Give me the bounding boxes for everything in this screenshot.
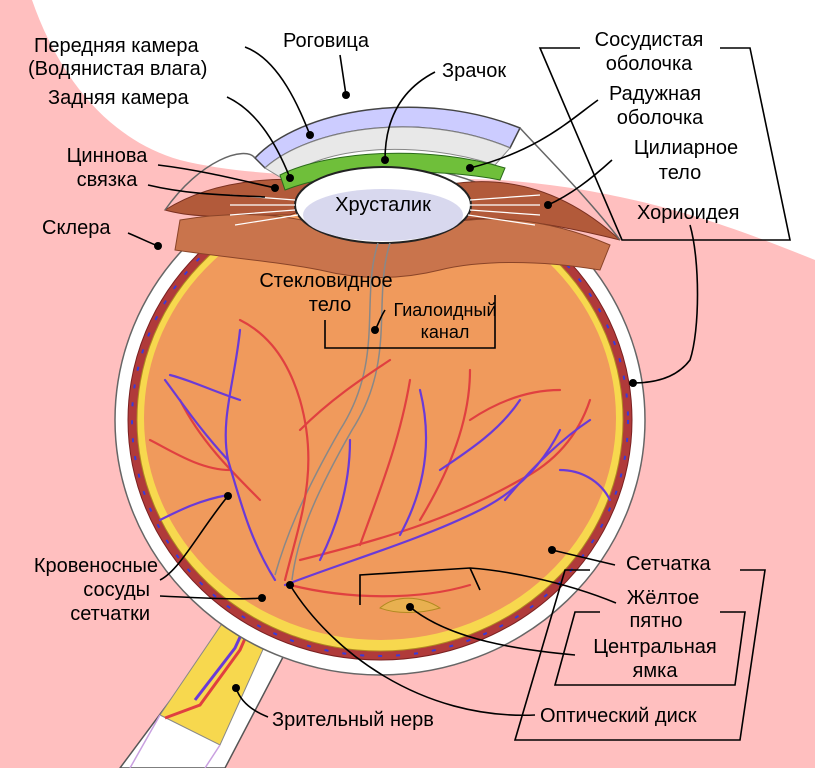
- label-macula-1: Жёлтое: [627, 587, 699, 609]
- label-macula-2: пятно: [630, 610, 683, 632]
- label-iris-1: Радужная: [609, 83, 701, 105]
- label-choroid-layer-2: оболочка: [606, 53, 693, 75]
- label-iris-2: оболочка: [617, 107, 704, 129]
- label-optic-disc: Оптический диск: [540, 705, 697, 727]
- retinal-arteries: [148, 318, 592, 598]
- retina-group-bracket: [513, 569, 766, 741]
- label-fovea-1: Центральная: [593, 636, 716, 658]
- label-zonule-2: связка: [77, 169, 139, 191]
- anterior-chamber-shape: [264, 126, 511, 181]
- optic-nerve-ending: [129, 714, 221, 768]
- label-vessels-2: сосуды: [83, 579, 150, 601]
- label-fovea-2: ямка: [633, 660, 679, 682]
- label-vitreous-2: тело: [309, 294, 351, 316]
- leader-lines: [127, 46, 699, 718]
- label-choroid-layer-1: Сосудистая: [595, 29, 704, 51]
- label-choroidea: Хориоидея: [637, 202, 739, 224]
- label-pupil: Зрачок: [442, 60, 506, 82]
- label-posterior-chamber: Задняя камера: [48, 87, 189, 109]
- label-lens: Хрусталик: [335, 194, 431, 216]
- label-ciliary-body-1: Цилиарное: [634, 137, 738, 159]
- macula-group-bracket: [553, 611, 746, 686]
- sclera-rim-right: [519, 127, 621, 241]
- sclera-rim-left: [164, 152, 256, 211]
- vitreous-body: [144, 196, 616, 640]
- label-hyaloid-1: Гиалоидный: [393, 300, 496, 320]
- hyaloid-canal-edge: [291, 242, 391, 581]
- retinal-veins: [158, 328, 612, 587]
- label-anterior-chamber: Передняя камера: [34, 35, 200, 57]
- choroid-group-bracket: [538, 47, 791, 241]
- label-cornea: Роговица: [283, 30, 370, 52]
- label-vessels-3: сетчатки: [70, 603, 150, 625]
- choroid-vessels: [131, 183, 629, 657]
- label-ciliary-body-2: тело: [659, 162, 701, 184]
- label-zonule-1: Циннова: [67, 145, 149, 167]
- label-vitreous-1: Стекловидное: [259, 270, 392, 292]
- label-retina: Сетчатка: [626, 553, 712, 575]
- lens-shade: [303, 189, 463, 241]
- label-optic-nerve: Зрительный нерв: [272, 709, 434, 731]
- label-hyaloid-2: канал: [421, 322, 470, 342]
- hyaloid-canal: [274, 242, 379, 576]
- label-sclera: Склера: [42, 217, 111, 239]
- label-vessels-1: Кровеносные: [34, 555, 158, 577]
- label-aqueous-humour: (Водянистая влага): [28, 58, 207, 80]
